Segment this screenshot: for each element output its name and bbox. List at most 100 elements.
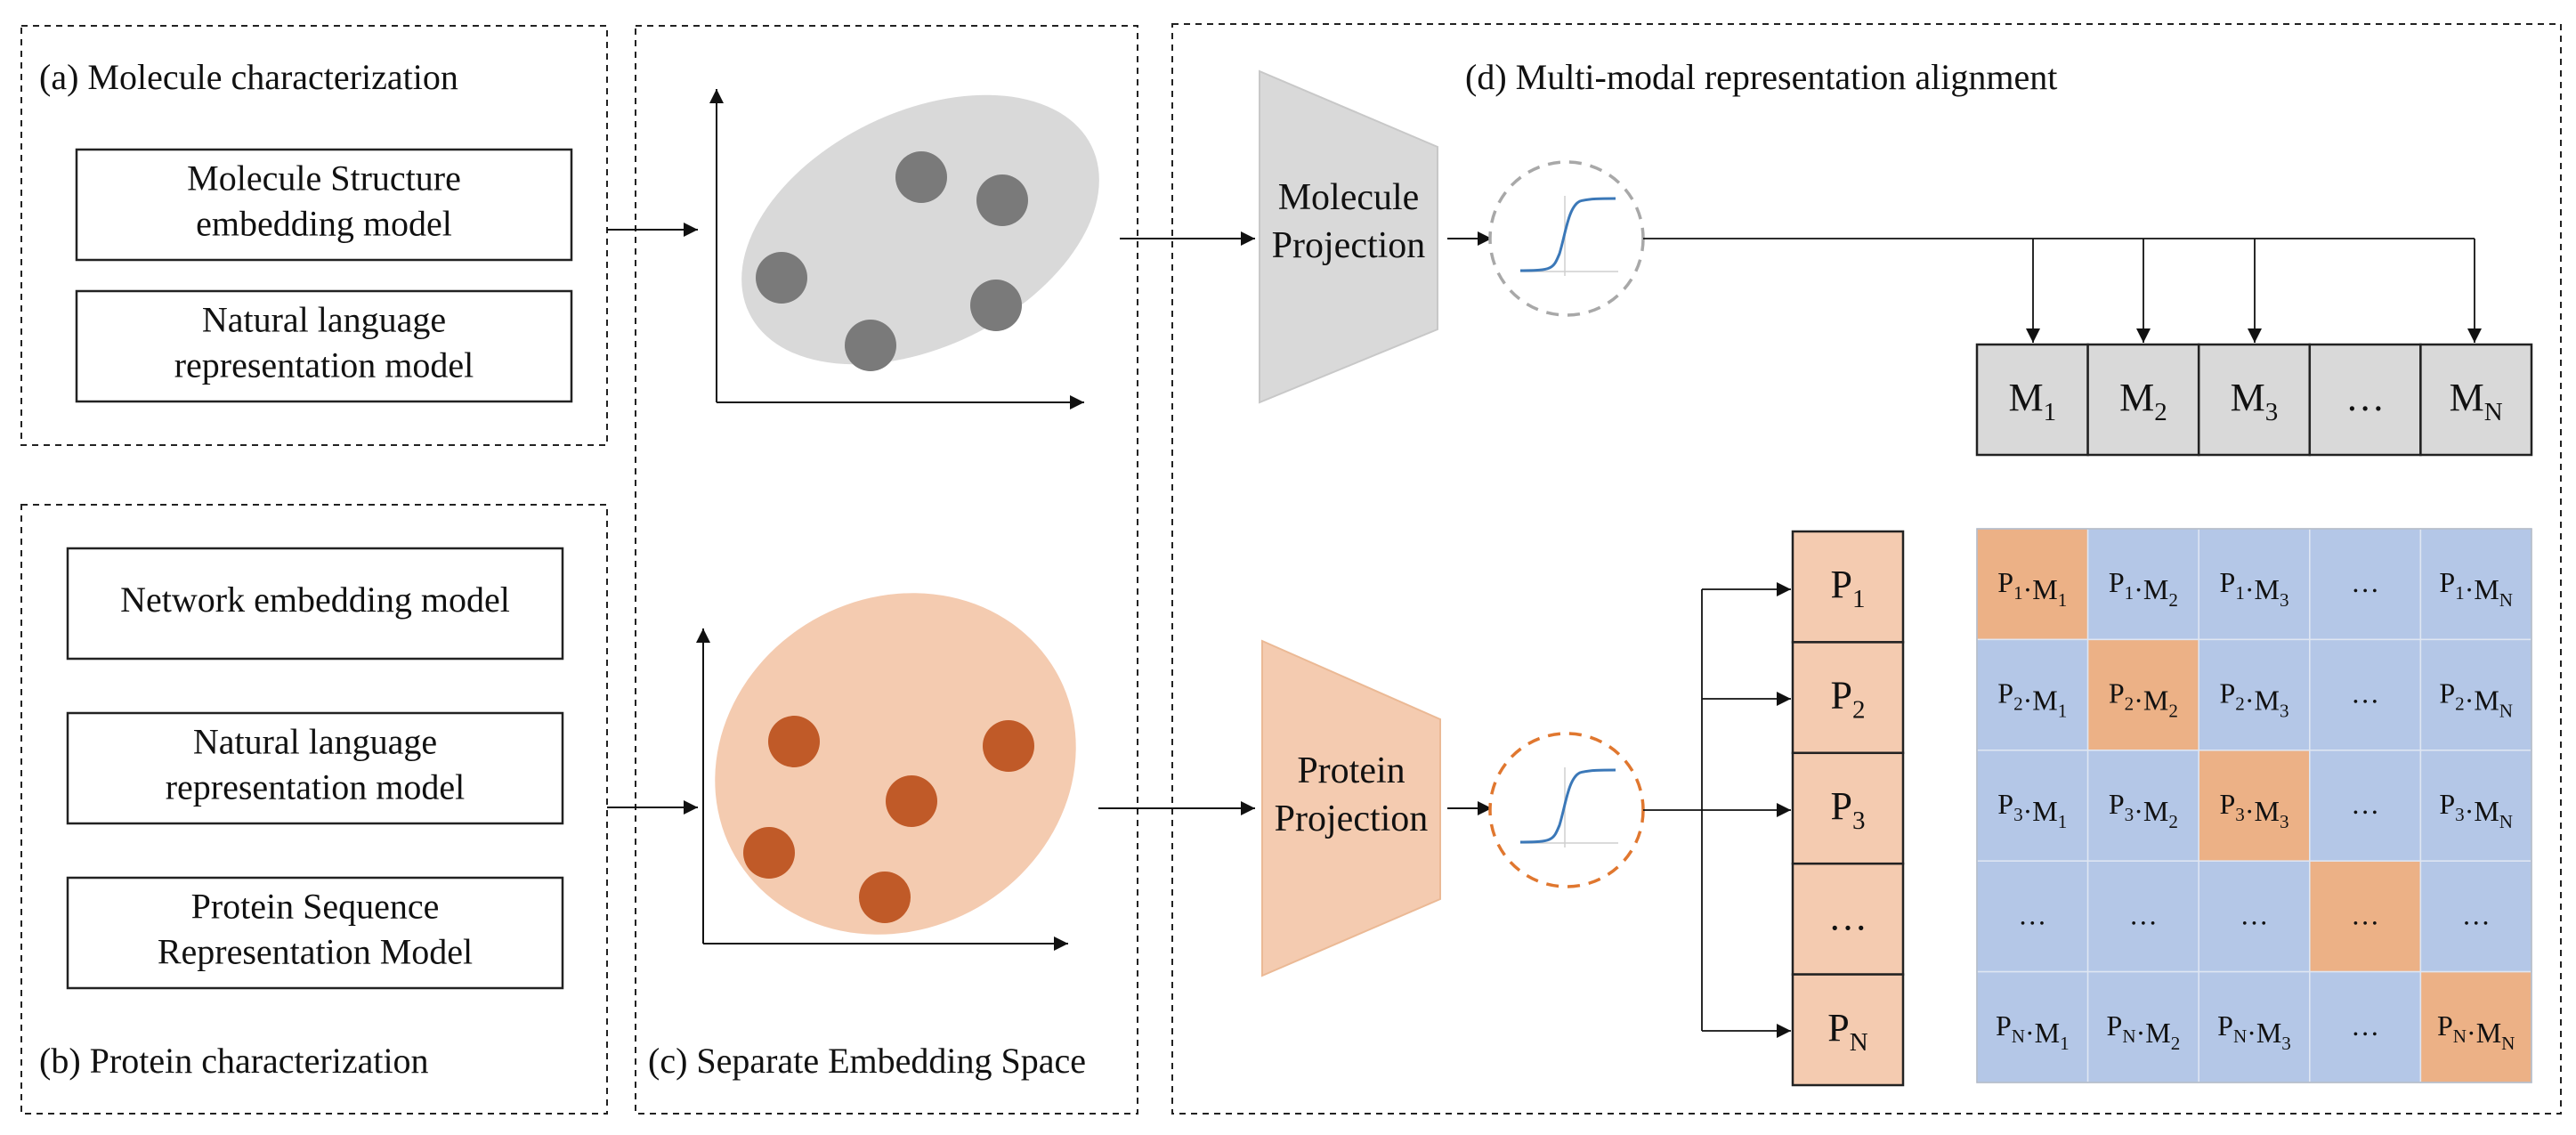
protein-embedding-point xyxy=(886,775,937,827)
panel-b-label: (b) Protein characterization xyxy=(39,1041,429,1081)
similarity-cell: P3·MN xyxy=(2419,750,2532,862)
similarity-label: … xyxy=(2462,898,2491,930)
protein-activation-circle xyxy=(1488,732,1645,888)
molecule-distribution-lines xyxy=(1643,238,2482,343)
similarity-cell: PN·M1 xyxy=(1976,970,2089,1083)
molecule-embedding-label: MN xyxy=(2450,376,2503,426)
molecule-embedding-label: M1 xyxy=(2008,376,2056,426)
panel-a-frame xyxy=(20,25,608,446)
similarity-label: P2·M2 xyxy=(2109,677,2178,722)
similarity-cell: … xyxy=(2309,750,2422,862)
similarity-label: P1·M3 xyxy=(2219,566,2288,611)
similarity-label: … xyxy=(2018,898,2046,930)
similarity-cell: P3·M3 xyxy=(2198,750,2311,862)
molecule-embedding-label: … xyxy=(2345,376,2385,419)
similarity-label: … xyxy=(2351,1009,2379,1042)
molecule-embedding-cluster xyxy=(741,94,1099,365)
similarity-label: P1·M1 xyxy=(1997,566,2067,611)
similarity-label: P3·MN xyxy=(2439,788,2513,832)
network-embedding-model-box: Network embedding model xyxy=(66,547,564,661)
similarity-cell: P2·M1 xyxy=(1976,638,2089,751)
molecule-embedding-plot xyxy=(709,89,1099,409)
similarity-cell: PN·MN xyxy=(2419,970,2532,1083)
similarity-cell: P2·MN xyxy=(2419,638,2532,751)
protein-embedding-point xyxy=(768,716,820,767)
molecule-embedding-cell: M2 xyxy=(2086,343,2200,457)
similarity-cell: PN·M3 xyxy=(2198,970,2311,1083)
protein-embedding-cluster xyxy=(715,593,1076,935)
molecule-embedding-cell: M1 xyxy=(1975,343,2089,457)
similarity-matrix: P1·M1 P1·M2 P1·M3 … P1·MN P2·M1 P2·M2 P2·M3 … P2·… xyxy=(1976,528,2532,1083)
similarity-cell: … xyxy=(2086,860,2199,973)
similarity-label: … xyxy=(2351,898,2379,930)
molecule-embedding-point xyxy=(970,280,1022,331)
similarity-cell: P2·M2 xyxy=(2086,638,2199,751)
panel-a-label: (a) Molecule characterization xyxy=(39,57,458,97)
similarity-cell: … xyxy=(2309,528,2422,641)
molecule-embedding-cell: … xyxy=(2308,343,2422,457)
similarity-cell: … xyxy=(2309,860,2422,973)
similarity-cell: … xyxy=(2198,860,2311,973)
network-embedding-model-label: Network embedding model xyxy=(120,580,510,620)
similarity-cell: … xyxy=(2309,970,2422,1083)
molecule-embedding-row: M1 M2 M3 … MN xyxy=(1975,343,2533,457)
protein-distribution-lines xyxy=(1643,582,1791,1038)
similarity-label: PN·M2 xyxy=(2107,1009,2181,1054)
similarity-label: P1·MN xyxy=(2439,566,2513,611)
similarity-label: … xyxy=(2129,898,2158,930)
protein-sigmoid-curve xyxy=(1519,768,1616,844)
similarity-cell: P1·M1 xyxy=(1976,528,2089,641)
molecule-embedding-point xyxy=(976,174,1028,226)
similarity-cell: PN·M2 xyxy=(2086,970,2199,1083)
panel-d-frame xyxy=(1171,23,2562,1115)
panel-c-frame xyxy=(635,25,1138,1115)
similarity-cell: P2·M3 xyxy=(2198,638,2311,751)
molecule-sigmoid-curve xyxy=(1519,197,1616,272)
molecule-embedding-point xyxy=(756,252,807,304)
protein-embedding-label: … xyxy=(1828,895,1867,938)
similarity-label: PN·M3 xyxy=(2217,1009,2291,1054)
molecule-embedding-cell: MN xyxy=(2419,343,2533,457)
protein-embedding-label: P3 xyxy=(1831,784,1866,835)
molecule-embedding-label: M2 xyxy=(2119,376,2167,426)
molecule-activation-circle xyxy=(1488,160,1645,317)
protein-embedding-cell: P1 xyxy=(1791,530,1905,644)
protein-embedding-cell: P2 xyxy=(1791,641,1905,755)
similarity-label: P2·M3 xyxy=(2219,677,2288,722)
similarity-label: P3·M1 xyxy=(1997,788,2067,832)
protein-embedding-point xyxy=(983,720,1034,772)
protein-embedding-label: P2 xyxy=(1831,674,1866,725)
molecule-embedding-cell: M3 xyxy=(2197,343,2312,457)
panel-b-frame xyxy=(20,504,608,1115)
similarity-cell: … xyxy=(2419,860,2532,973)
protein-embedding-cell: … xyxy=(1791,862,1905,976)
similarity-cell: P3·M1 xyxy=(1976,750,2089,862)
similarity-label: P3·M3 xyxy=(2219,788,2288,832)
similarity-label: … xyxy=(2351,566,2379,598)
protein-embedding-point xyxy=(743,827,795,879)
similarity-label: … xyxy=(2351,677,2379,709)
panel-d-label: (d) Multi-modal representation alignment xyxy=(1465,57,2057,97)
molecule-activation xyxy=(1488,160,1645,317)
similarity-cell: P1·M2 xyxy=(2086,528,2199,641)
molecule-embedding-label: M3 xyxy=(2231,376,2279,426)
panel-c-label: (c) Separate Embedding Space xyxy=(648,1041,1086,1081)
protein-embedding-plot xyxy=(696,593,1076,951)
molecule-embedding-point xyxy=(895,151,947,203)
similarity-cell: P1·M3 xyxy=(2198,528,2311,641)
similarity-label: P2·MN xyxy=(2439,677,2513,722)
similarity-cell: … xyxy=(2309,638,2422,751)
similarity-label: P1·M2 xyxy=(2109,566,2178,611)
